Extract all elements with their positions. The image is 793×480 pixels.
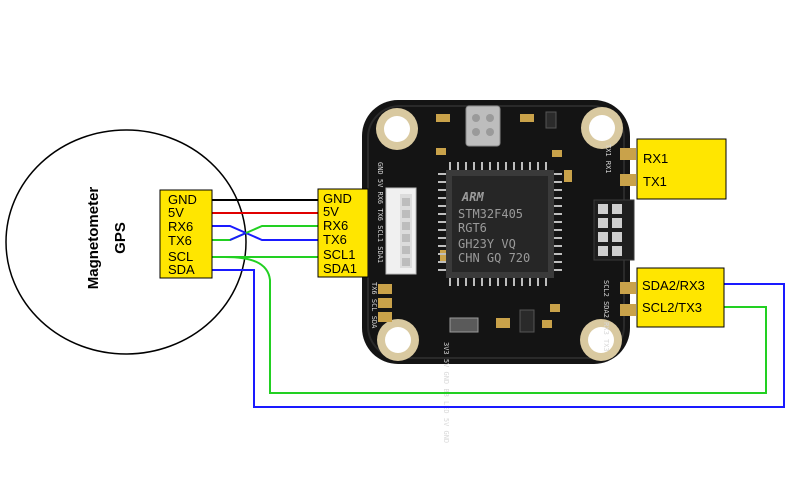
fc-pin-rx6: RX6	[323, 218, 348, 233]
fc-pin-tx6: TX6	[323, 232, 347, 247]
uart3-pin-sda2-rx3: SDA2/RX3	[642, 278, 705, 293]
silk-left-bottom: TX6 SCL SDA	[370, 282, 378, 329]
wire-scl-uart3	[224, 256, 767, 394]
chip-label-line4: GH23Y VQ	[458, 237, 516, 251]
mounting-hole-top-right	[581, 107, 623, 149]
uart1-pin-tx1: TX1	[643, 174, 667, 189]
chip-label-line2: STM32F405	[458, 207, 523, 221]
gps-pin-rx6: RX6	[168, 219, 193, 234]
silk-right-mid: SCL2 SDA2 RX3 TX3	[602, 280, 610, 352]
chip-label-line1: ARM	[461, 190, 484, 204]
pad-tx1	[620, 174, 636, 186]
gps-pin-scl: SCL	[168, 249, 193, 264]
fc-pin-gnd: GND	[323, 191, 352, 206]
uart1-pin-rx1: RX1	[643, 151, 668, 166]
fc-pin-sda1: SDA1	[323, 261, 357, 276]
mounting-hole-bottom-right	[580, 319, 622, 361]
gps-title-magnetometer: Magnetometer	[85, 187, 102, 290]
gps-jst-connector	[385, 187, 417, 275]
mounting-hole-bottom-left	[377, 319, 419, 361]
wire-sda-uart3	[212, 269, 785, 408]
wire-tx6-blue	[229, 232, 247, 241]
silk-left-top: GND 5V RX6 TX6 SCL1 SDA1	[376, 162, 384, 263]
pad-scl2	[620, 304, 636, 316]
fc-pin-5v: 5V	[323, 204, 339, 219]
gps-pin-tx6: TX6	[168, 233, 192, 248]
uart3-box: SDA2/RX3 SCL2/TX3	[636, 267, 725, 328]
wiring	[212, 199, 785, 408]
barometer-sensor	[465, 105, 501, 147]
chip-label-line3: RGT6	[458, 221, 487, 235]
gps-pin-5v: 5V	[168, 205, 184, 220]
uart3-pin-scl2-tx3: SCL2/TX3	[642, 300, 702, 315]
fc-connector-box: GND 5V RX6 TX6 SCL1 SDA1	[317, 188, 369, 278]
gps-pin-sda: SDA	[168, 262, 195, 277]
fc-pin-scl1: SCL1	[323, 247, 356, 262]
gps-pin-gnd: GND	[168, 192, 197, 207]
right-pin-header	[593, 199, 635, 261]
flight-controller-board: ARM STM32F405 RGT6 GH23Y VQ CHN GQ 720	[362, 100, 636, 443]
gps-pin-box: GND 5V RX6 TX6 SCL SDA	[159, 189, 213, 279]
mounting-hole-top-left	[376, 108, 418, 150]
uart1-box: RX1 TX1	[636, 138, 727, 200]
gps-title-gps: GPS	[112, 222, 129, 254]
silk-right-top: TX1 RX1	[604, 144, 612, 174]
gps-module-outline	[5, 129, 247, 355]
mcu-chip: ARM STM32F405 RGT6 GH23Y VQ CHN GQ 720	[438, 162, 562, 286]
chip-label-line5: CHN GQ 720	[458, 251, 530, 265]
gps-module: Magnetometer GPS	[5, 129, 247, 355]
pad-sda2	[620, 282, 636, 294]
pad-rx1	[620, 148, 636, 160]
